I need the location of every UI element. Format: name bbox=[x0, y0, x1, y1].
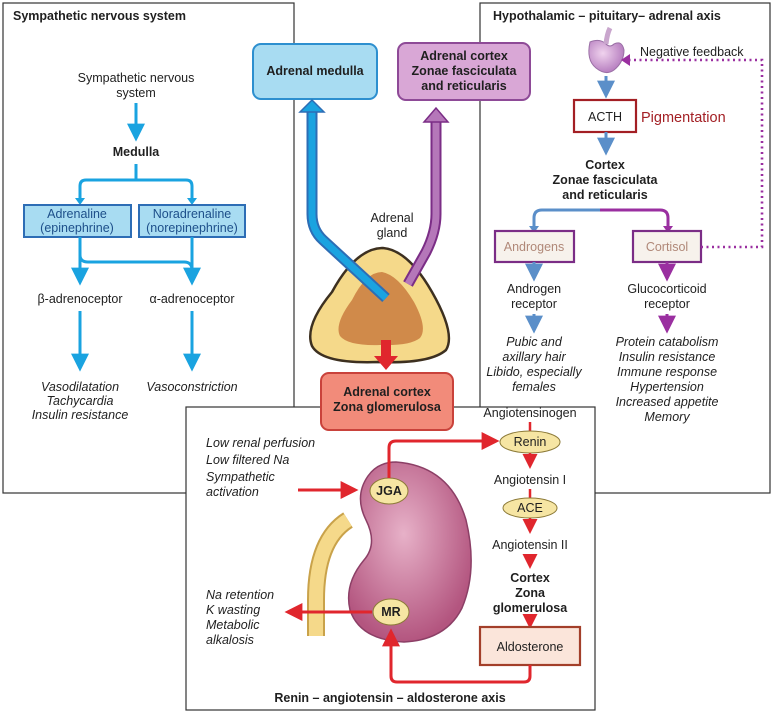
zona-glomerulosa-line2: Zona glomerulosa bbox=[333, 400, 442, 414]
branch-to-androgens bbox=[532, 208, 600, 228]
noradrenaline-label: Noradrenaline bbox=[153, 207, 232, 221]
sympathetic-title: Sympathetic nervous system bbox=[13, 9, 186, 23]
angiotensin2-label: Angiotensin II bbox=[492, 538, 568, 552]
cortisol-effect-5: Increased appetite bbox=[616, 395, 719, 409]
negative-feedback-label: Negative feedback bbox=[640, 45, 744, 59]
cortex-arrowhead bbox=[422, 106, 450, 123]
adrenal-cortex-line3: and reticularis bbox=[421, 79, 506, 93]
pituitary-stalk-icon bbox=[603, 26, 613, 45]
adrenal-gland-label-line1: Adrenal bbox=[370, 211, 413, 225]
branch-to-cortisol bbox=[600, 208, 670, 228]
noradrenaline-sublabel: (norepinephrine) bbox=[146, 221, 238, 235]
raas-stimulus-4: activation bbox=[206, 485, 259, 499]
acth-box bbox=[572, 98, 638, 134]
raas-cortex-line2: Zona bbox=[515, 586, 546, 600]
androgen-effect-4: females bbox=[512, 380, 556, 394]
cortisol-label: Cortisol bbox=[646, 240, 688, 254]
hpa-cortex-line1: Cortex bbox=[585, 158, 625, 172]
adrenaline-sublabel: (epinephrine) bbox=[40, 221, 114, 235]
glomerulosa-arrow bbox=[381, 340, 391, 358]
androgen-effect-2: axillary hair bbox=[502, 350, 566, 364]
adrenal-gland-label-line2: gland bbox=[377, 226, 408, 240]
cortex-arrow bbox=[404, 118, 440, 286]
aldosterone-box bbox=[478, 625, 582, 667]
arrowhead-feedback bbox=[621, 54, 630, 66]
beta-effect-3: Insulin resistance bbox=[32, 408, 129, 422]
kidney-icon bbox=[347, 461, 472, 643]
cortisol-effect-1: Protein catabolism bbox=[616, 335, 719, 349]
raas-effect-1: Na retention bbox=[206, 588, 274, 602]
acth-label: ACTH bbox=[588, 110, 622, 124]
zona-glomerulosa-box bbox=[320, 372, 454, 431]
adrenal-cortex-box bbox=[397, 42, 531, 101]
androgen-receptor-line2: receptor bbox=[511, 297, 557, 311]
androgens-label: Androgens bbox=[504, 240, 564, 254]
medulla-arrow bbox=[308, 108, 389, 301]
sympathetic-source-line2: system bbox=[116, 86, 156, 100]
noradrenaline-box bbox=[138, 204, 246, 238]
alpha-receptor-label: α-adrenoceptor bbox=[149, 292, 234, 306]
beta-effect-2: Tachycardia bbox=[47, 394, 114, 408]
adrenal-cortex-line2: Zonae fasciculata bbox=[412, 64, 518, 78]
cortisol-effect-6: Memory bbox=[644, 410, 690, 424]
mr-label: MR bbox=[381, 605, 400, 619]
androgen-effect-1: Pubic and bbox=[506, 335, 563, 349]
raas-cortex-line1: Cortex bbox=[510, 571, 550, 585]
arrowhead-androgens bbox=[529, 226, 539, 233]
zona-glomerulosa-line1: Adrenal cortex bbox=[343, 385, 431, 399]
raas-effect-4: alkalosis bbox=[206, 633, 254, 647]
raas-effect-2: K wasting bbox=[206, 603, 260, 617]
alpha-effect: Vasoconstriction bbox=[146, 380, 237, 394]
hpa-title: Hypothalamic – pituitary– adrenal axis bbox=[493, 9, 721, 23]
hpa-cortex-line2: Zonae fasciculata bbox=[553, 173, 659, 187]
ace-label: ACE bbox=[517, 501, 543, 515]
adrenal-cortex-line1: Adrenal cortex bbox=[420, 49, 508, 63]
beta-receptor-label: β-adrenoceptor bbox=[37, 292, 122, 306]
negative-feedback-loop bbox=[626, 58, 764, 249]
jga-label: JGA bbox=[376, 484, 402, 498]
hpa-cortex-line3: and reticularis bbox=[562, 188, 647, 202]
adrenaline-label: Adrenaline bbox=[47, 207, 107, 221]
arrow-jga-renin bbox=[387, 432, 500, 478]
mr-badge bbox=[372, 598, 410, 626]
gc-receptor-line2: receptor bbox=[644, 297, 690, 311]
raas-stimulus-2: Low filtered Na bbox=[206, 453, 289, 467]
medulla-branch bbox=[78, 178, 194, 200]
raas-title: Renin – angiotensin – aldosterone axis bbox=[274, 691, 505, 705]
raas-stimulus-1: Low renal perfusion bbox=[206, 436, 315, 450]
cortisol-effect-4: Hypertension bbox=[630, 380, 704, 394]
arrowhead-noradrenaline bbox=[187, 198, 197, 205]
cortisol-effect-3: Immune response bbox=[617, 365, 717, 379]
adrenaline-box bbox=[23, 204, 132, 238]
angiotensinogen-label: Angiotensinogen bbox=[483, 406, 576, 420]
arrowhead-cortisol bbox=[663, 226, 673, 233]
adrenal-medulla-core-icon bbox=[338, 272, 423, 346]
adrenal-medulla-label: Adrenal medulla bbox=[266, 64, 364, 78]
cortisol-box bbox=[631, 229, 703, 264]
medulla-arrowhead bbox=[298, 98, 326, 113]
aldosterone-label: Aldosterone bbox=[497, 640, 564, 654]
ureter-icon bbox=[309, 514, 353, 636]
arrow-aldosterone-mr bbox=[382, 628, 532, 684]
androgen-effect-3: Libido, especially bbox=[486, 365, 582, 379]
raas-effect-3: Metabolic bbox=[206, 618, 260, 632]
renin-label: Renin bbox=[514, 435, 547, 449]
androgens-box bbox=[493, 229, 576, 264]
sympathetic-source-line1: Sympathetic nervous bbox=[78, 71, 195, 85]
glomerulosa-arrowhead bbox=[374, 356, 398, 370]
adrenal-medulla-box bbox=[252, 43, 378, 100]
cortisol-effect-2: Insulin resistance bbox=[619, 350, 716, 364]
raas-stimulus-3: Sympathetic bbox=[206, 470, 276, 484]
raas-cortex-line3: glomerulosa bbox=[493, 601, 568, 615]
gc-receptor-line1: Glucocorticoid bbox=[627, 282, 706, 296]
angiotensin1-label: Angiotensin I bbox=[494, 473, 566, 487]
medulla-label: Medulla bbox=[113, 145, 161, 159]
arrowhead-adrenaline bbox=[75, 198, 85, 205]
pigmentation-label: Pigmentation bbox=[641, 110, 726, 126]
androgen-receptor-line1: Androgen bbox=[507, 282, 561, 296]
beta-effect-1: Vasodilatation bbox=[41, 380, 119, 394]
